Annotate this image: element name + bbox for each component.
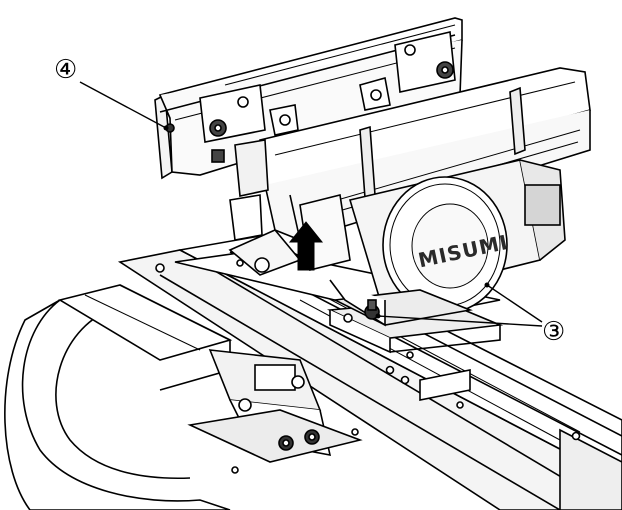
leader-line (377, 315, 543, 327)
up-arrow-icon (288, 221, 324, 271)
linear-actuator-base (117, 235, 622, 510)
callout-3: ③ (375, 282, 565, 347)
leader-line (79, 81, 167, 129)
callout-4: ④ (54, 55, 169, 131)
callout-4-label: ④ (54, 55, 77, 85)
cable-carrier (4, 284, 363, 510)
rear-reducer-unit (154, 17, 463, 180)
leader-line (486, 284, 543, 323)
front-reducer-unit (211, 67, 591, 327)
callout-3-label: ③ (542, 317, 565, 347)
